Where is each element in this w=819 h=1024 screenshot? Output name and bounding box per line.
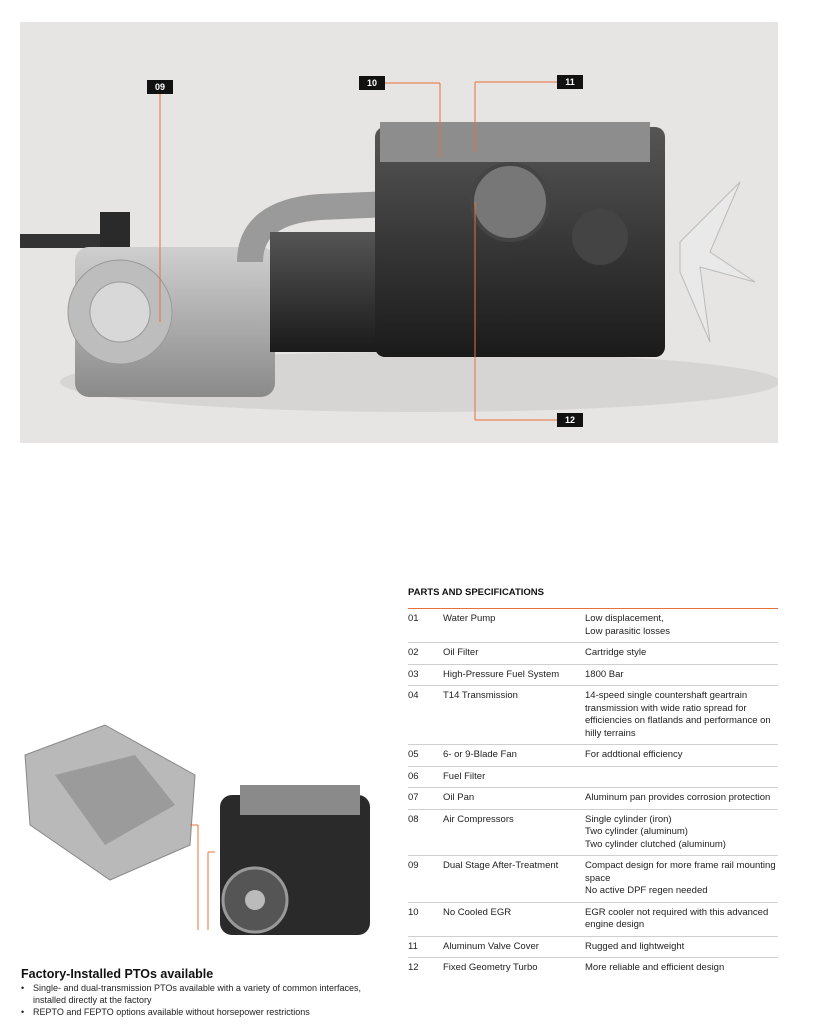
spec-row: 10 No Cooled EGR EGR cooler not required w… <box>408 903 778 937</box>
spec-part-name: Oil Filter <box>443 647 479 658</box>
engine-hero-image: 09 10 11 12 <box>20 22 778 443</box>
spec-description: Single cylinder (iron)Two cylinder (alum… <box>585 814 778 852</box>
spec-number: 06 <box>408 770 419 782</box>
spec-row: 02 Oil Filter Cartridge style <box>408 643 778 665</box>
spec-bullet: No active DPF regen needed <box>585 885 708 896</box>
spec-description: Cartridge style <box>585 647 778 660</box>
spec-row: 09 Dual Stage After-Treatment Compact desi… <box>408 856 778 903</box>
spec-line: Low parasitic losses <box>585 625 671 637</box>
spec-number: 07 <box>408 792 419 803</box>
spec-part-name: High-Pressure Fuel System <box>443 668 560 680</box>
spec-description: Low displacement,Low parasitic losses <box>585 613 778 638</box>
spec-bullet: Single cylinder (iron) <box>585 813 672 825</box>
transmission-and-engine-images <box>24 724 370 935</box>
spec-line: More reliable and efficient design <box>585 962 725 973</box>
spec-row: 03 High-Pressure Fuel System 1800 Bar <box>408 665 778 686</box>
pto-heading: Factory-Installed PTOs available <box>21 967 214 981</box>
pto-bullets: Single- and dual-transmission PTOs avail… <box>21 982 391 1018</box>
spec-description: EGR cooler not required with this advanc… <box>585 907 778 932</box>
spec-line: Low displacement, <box>585 613 664 624</box>
spec-number: 12 <box>408 962 419 973</box>
spec-description: More reliable and efficient design <box>585 962 778 975</box>
spec-line: Rugged and lightweight <box>585 940 685 952</box>
spec-description: For addtional efficiency <box>585 749 778 762</box>
spec-part-name: Fuel Filter <box>443 770 486 782</box>
spec-number: 11 <box>408 940 418 952</box>
spec-number: 02 <box>408 647 419 658</box>
callout-12: 12 <box>557 413 583 427</box>
spec-line: For addtional efficiency <box>585 749 683 760</box>
spec-part-name: 6- or 9-Blade Fan <box>443 749 517 760</box>
spec-description: Compact design for more frame rail mount… <box>585 860 778 898</box>
spec-part-name: Water Pump <box>443 613 496 624</box>
pto-bullet: REPTO and FEPTO options available withou… <box>21 1006 391 1018</box>
specs-table: 01 Water Pump Low displacement,Low parasit… <box>408 608 778 979</box>
spec-part-name: No Cooled EGR <box>443 906 512 918</box>
spec-description: Aluminum pan provides corrosion protecti… <box>585 792 778 805</box>
spec-line: 14-speed single countershaft geartrain t… <box>585 690 771 739</box>
specs-heading: PARTS AND SPECIFICATIONS <box>408 587 544 598</box>
spec-description: 14-speed single countershaft geartrain t… <box>585 690 778 740</box>
spec-description: Rugged and lightweight <box>585 941 778 954</box>
spec-part-name: Dual Stage After-Treatment <box>443 860 559 871</box>
spec-number: 09 <box>408 860 419 871</box>
spec-number: 08 <box>408 813 419 825</box>
spec-row: 06 Fuel Filter <box>408 767 778 788</box>
spec-row: 01 Water Pump Low displacement,Low parasit… <box>408 609 778 643</box>
spec-row: 12 Fixed Geometry Turbo More reliable and … <box>408 958 778 979</box>
spec-line: 1800 Bar <box>585 668 624 680</box>
spec-bullet: Two cylinder (aluminum) <box>585 826 688 837</box>
spec-part-name: Air Compressors <box>443 813 514 825</box>
callout-10: 10 <box>359 76 385 90</box>
spec-row: 04 T14 Transmission 14-speed single counte… <box>408 686 778 745</box>
spec-number: 03 <box>408 668 419 680</box>
spec-part-name: T14 Transmission <box>443 690 518 701</box>
spec-part-name: Fixed Geometry Turbo <box>443 962 538 973</box>
pto-bullet: Single- and dual-transmission PTOs avail… <box>21 982 391 1006</box>
spec-line: EGR cooler not required with this advanc… <box>585 906 769 931</box>
engine-illustration <box>20 81 778 421</box>
spec-part-name: Oil Pan <box>443 792 475 803</box>
spec-line: Cartridge style <box>585 647 647 658</box>
spec-number: 10 <box>408 906 419 918</box>
spec-row: 05 6- or 9-Blade Fan For addtional efficie… <box>408 745 778 767</box>
spec-description: 1800 Bar <box>585 669 778 682</box>
callout-09: 09 <box>147 80 173 94</box>
spec-number: 01 <box>408 613 419 624</box>
spec-row: 11 Aluminum Valve Cover Rugged and lightwe… <box>408 937 778 958</box>
spec-row: 07 Oil Pan Aluminum pan provides corrosion… <box>408 788 778 810</box>
spec-part-name: Aluminum Valve Cover <box>443 940 539 952</box>
spec-line: Aluminum pan provides corrosion protecti… <box>585 792 771 803</box>
spec-bullet: Compact design for more frame rail mount… <box>585 860 776 884</box>
spec-number: 04 <box>408 690 419 701</box>
spec-number: 05 <box>408 749 419 760</box>
spec-bullet: Two cylinder clutched (aluminum) <box>585 838 726 850</box>
callout-11: 11 <box>557 75 583 89</box>
spec-description <box>585 771 778 784</box>
